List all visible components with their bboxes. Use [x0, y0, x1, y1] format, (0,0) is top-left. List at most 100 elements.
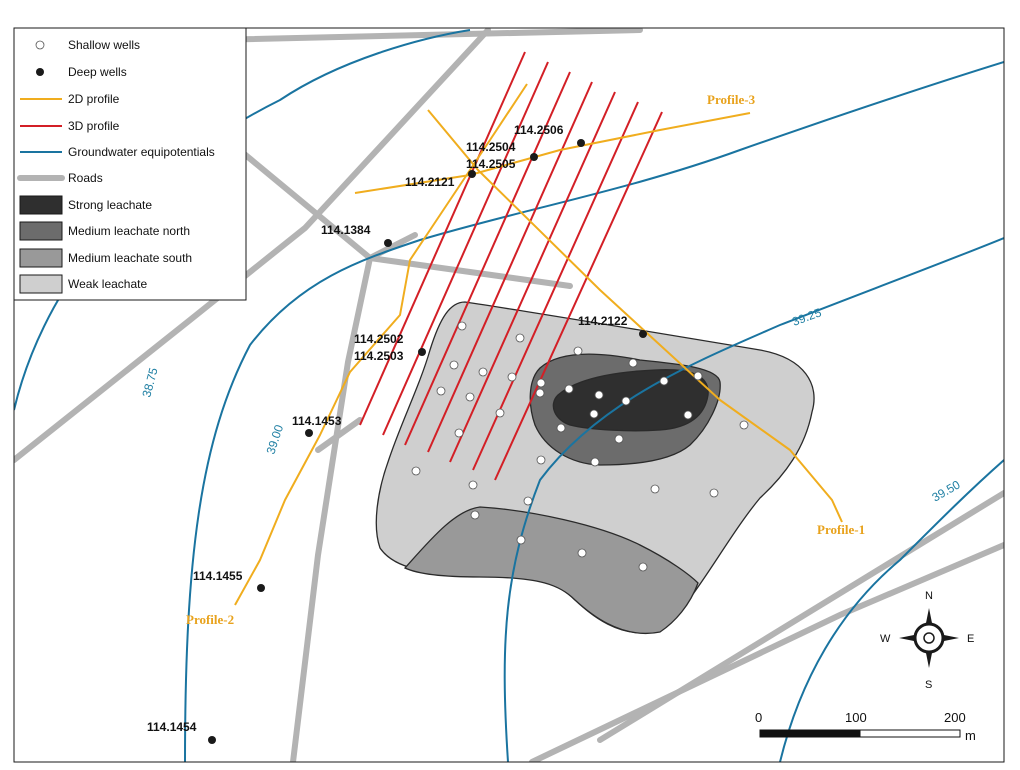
- shallow-well: [411, 466, 421, 476]
- legend-label-weak: Weak leachate: [68, 277, 147, 291]
- profile-3d-line: [494, 111, 663, 481]
- legend-medium-south-swatch-icon: [19, 248, 63, 268]
- shallow-well: [465, 392, 475, 402]
- contour-label-39-25: 39.25: [790, 305, 823, 329]
- legend-label-3d: 3D profile: [68, 119, 120, 133]
- deep-well-114-1454: [208, 736, 216, 744]
- shallow-well: [436, 386, 446, 396]
- shallow-well: [478, 367, 488, 377]
- profile-2d-layer: [234, 83, 843, 606]
- contour-label-39-50: 39.50: [930, 477, 963, 504]
- shallow-well: [590, 457, 600, 467]
- legend: Shallow wells Deep wells 2D profile 3D p…: [13, 27, 247, 301]
- profile-label-2: Profile-2: [186, 612, 234, 627]
- deep-well-114-1455: [257, 584, 265, 592]
- scale-bar-light-segment: [859, 729, 961, 738]
- scale-tick-0: 0: [755, 710, 762, 725]
- profile-3d-line: [404, 71, 571, 446]
- shallow-well: [739, 420, 749, 430]
- well-label-114-2121: 114.2121: [405, 175, 455, 189]
- shallow-well: [536, 455, 546, 465]
- deep-well-114-2504: [530, 153, 538, 161]
- well-label-114-1454: 114.1454: [147, 720, 197, 734]
- well-label-114-2503: 114.2503: [354, 349, 404, 363]
- legend-label-medium-south: Medium leachate south: [68, 251, 192, 265]
- shallow-well: [470, 510, 480, 520]
- north-arrow: N S E W: [880, 590, 974, 691]
- deep-well-114-2502: [418, 348, 426, 356]
- well-label-114-2506: 114.2506: [514, 123, 564, 137]
- road: [14, 28, 491, 463]
- profile-2-line: [234, 83, 528, 606]
- compass-s-label: S: [925, 679, 932, 691]
- shallow-wells-layer: [411, 321, 749, 572]
- equipotential-39-25: [503, 237, 1004, 762]
- scale-bar: 0 100 200 m: [755, 710, 976, 743]
- profile-1-line: [427, 109, 843, 523]
- shallow-well: [468, 480, 478, 490]
- legend-medium-north-swatch-icon: [19, 221, 63, 241]
- scale-bar-dark-segment: [759, 729, 861, 738]
- scale-tick-200: 200: [944, 710, 966, 725]
- legend-label-medium-north: Medium leachate north: [68, 224, 190, 238]
- legend-label-strong: Strong leachate: [68, 198, 152, 212]
- equipotential-39-50: [779, 459, 1004, 762]
- shallow-well: [523, 496, 533, 506]
- well-label-114-1384: 114.1384: [321, 223, 371, 237]
- legend-label-deep: Deep wells: [68, 65, 127, 79]
- profile-label-3: Profile-3: [707, 92, 756, 107]
- deep-well-114-2506: [577, 139, 585, 147]
- shallow-well: [495, 408, 505, 418]
- shallow-well: [594, 390, 604, 400]
- shallow-well: [507, 372, 517, 382]
- profile-labels: Profile-1 Profile-2 Profile-3: [186, 92, 865, 627]
- compass-n-label: N: [925, 590, 933, 602]
- compass-w-label: W: [880, 633, 891, 645]
- equipotential-39-00: [184, 61, 1004, 762]
- contour-label-39-00: 39.00: [264, 423, 287, 456]
- road: [529, 542, 1004, 762]
- compass-center-icon: [923, 632, 935, 644]
- medium-leachate-south-zone: [403, 506, 699, 634]
- scale-unit: m: [965, 728, 976, 743]
- road: [315, 417, 363, 453]
- shallow-well: [516, 535, 526, 545]
- shallow-well: [614, 434, 624, 444]
- shallow-well: [457, 321, 467, 331]
- well-label-114-1453: 114.1453: [292, 414, 342, 428]
- profile-label-1: Profile-1: [817, 522, 865, 537]
- shallow-well: [628, 358, 638, 368]
- legend-label-roads: Roads: [68, 171, 103, 185]
- shallow-well: [659, 376, 669, 386]
- well-label-114-2505: 114.2505: [466, 157, 516, 171]
- scale-tick-100: 100: [845, 710, 867, 725]
- legend-weak-swatch-icon: [19, 274, 63, 294]
- shallow-well: [556, 423, 566, 433]
- road: [290, 255, 373, 762]
- road: [597, 490, 1004, 743]
- shallow-well: [454, 428, 464, 438]
- shallow-well: [564, 384, 574, 394]
- shallow-well: [577, 548, 587, 558]
- shallow-well: [536, 378, 546, 388]
- shallow-well: [638, 562, 648, 572]
- compass-e-label: E: [967, 633, 974, 645]
- shallow-well: [650, 484, 660, 494]
- legend-label-shallow: Shallow wells: [68, 38, 140, 52]
- deep-well-labels: 114.2506 114.2504 114.2505 114.2121 114.…: [147, 123, 628, 734]
- profile-3d-line: [382, 61, 549, 436]
- shallow-well: [693, 371, 703, 381]
- well-label-114-2504: 114.2504: [466, 140, 516, 154]
- profile-3d-line: [427, 81, 593, 453]
- map-content: 114.2506 114.2504 114.2505 114.2121 114.…: [14, 28, 1004, 762]
- deep-well-114-1384: [384, 239, 392, 247]
- legend-strong-swatch-icon: [19, 195, 63, 215]
- road: [367, 255, 573, 289]
- shallow-well: [709, 488, 719, 498]
- shallow-well: [535, 388, 545, 398]
- equipotential-layer: [14, 29, 1004, 762]
- profile-3d-line: [449, 91, 616, 463]
- shallow-well: [683, 410, 693, 420]
- contour-label-38-75: 38.75: [139, 366, 160, 399]
